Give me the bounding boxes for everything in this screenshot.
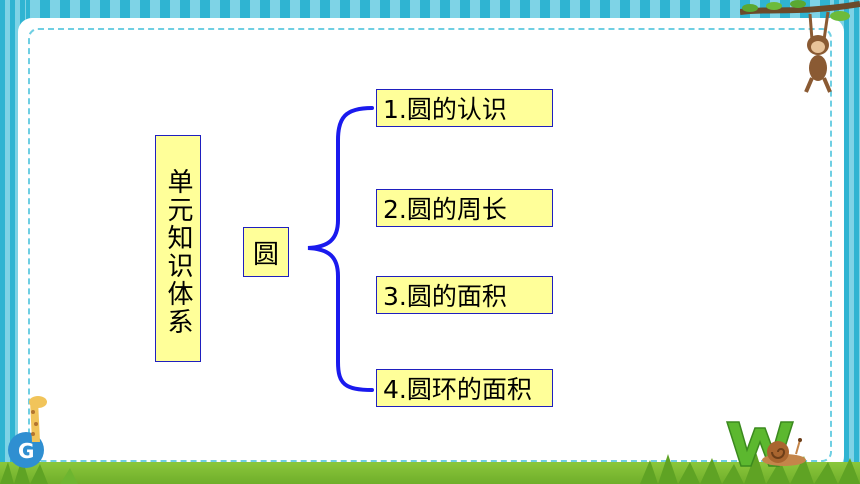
center-topic-box: 圆 xyxy=(243,227,289,277)
svg-text:G: G xyxy=(18,439,34,463)
root-knowledge-box: 单元知识体系 xyxy=(155,135,201,362)
item-box-4: 4.圆环的面积 xyxy=(376,369,553,407)
snail-illustration xyxy=(762,438,806,466)
dashed-border xyxy=(28,28,832,462)
item-box-3: 3.圆的面积 xyxy=(376,276,553,314)
curly-brace xyxy=(307,106,374,392)
monkey-on-branch-illustration xyxy=(740,0,860,93)
item-box-2: 2.圆的周长 xyxy=(376,189,553,227)
giraffe-illustration: G xyxy=(8,396,47,468)
item-box-1: 1.圆的认识 xyxy=(376,89,553,127)
